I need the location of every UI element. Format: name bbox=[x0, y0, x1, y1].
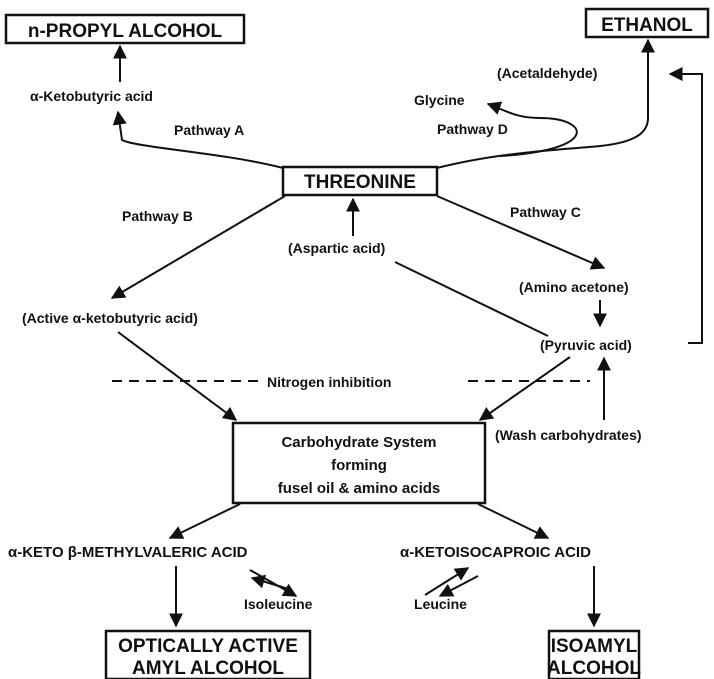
ethanol-box bbox=[584, 7, 710, 39]
acetaldehyde-label: (Acetaldehyde) bbox=[497, 65, 597, 81]
pathway-d-label: Pathway D bbox=[437, 121, 508, 137]
pathway-b-label: Pathway B bbox=[122, 208, 193, 224]
line-aspartic-to-pyruvic bbox=[394, 261, 549, 337]
glycine-label: Glycine bbox=[414, 92, 465, 108]
line-pathway-d bbox=[436, 38, 655, 169]
carbohydrate-system-line3: fusel oil & amino acids bbox=[278, 480, 441, 497]
isoamyl-line2: ALCOHOL bbox=[547, 658, 641, 679]
arrow-pyruvic-to-acetaldehyde bbox=[668, 67, 703, 344]
arrow-pathway-a bbox=[112, 110, 284, 169]
wash-carbohydrates-label: (Wash carbohydrates) bbox=[495, 427, 642, 443]
pyruvic-acid-label: (Pyruvic acid) bbox=[540, 337, 632, 353]
leucine-label: Leucine bbox=[414, 596, 467, 612]
arrow-carb-to-ketoisocaproic bbox=[477, 503, 550, 539]
active-ketobutyric-label: (Active α-ketobutyric acid) bbox=[22, 310, 198, 326]
isoamyl-alcohol-box bbox=[547, 629, 641, 679]
keto-methylvaleric-label: α-KETO β-METHYLVALERIC ACID bbox=[8, 544, 248, 561]
carbohydrate-system-box bbox=[231, 421, 487, 505]
arrow-pyruvic-to-carb bbox=[478, 356, 571, 421]
pathway-a-label: Pathway A bbox=[174, 122, 244, 138]
optically-active-amyl-alcohol-box bbox=[104, 629, 312, 679]
optically-active-line2: AMYL ALCOHOL bbox=[132, 658, 284, 679]
carbohydrate-system-line1: Carbohydrate System bbox=[281, 434, 436, 451]
arrow-ketoisocaproic-to-leucine bbox=[438, 575, 479, 597]
ketobutyric-acid-label: α-Ketobutyric acid bbox=[30, 88, 153, 104]
amino-acetone-label: (Amino acetone) bbox=[519, 279, 629, 295]
isoleucine-label: Isoleucine bbox=[244, 596, 313, 612]
arrow-pathway-b bbox=[110, 195, 286, 299]
n-propyl-alcohol-box bbox=[4, 13, 246, 45]
arrow-leucine-to-ketoisocaproic bbox=[424, 567, 470, 596]
nitrogen-inhibition-label: Nitrogen inhibition bbox=[267, 374, 391, 390]
threonine-box bbox=[281, 165, 439, 197]
arrow-pathway-c bbox=[436, 195, 606, 270]
n-propyl-alcohol-label: n-PROPYL ALCOHOL bbox=[28, 21, 223, 42]
ketoisocaproic-label: α-KETOISOCAPROIC ACID bbox=[400, 544, 591, 561]
threonine-label: THREONINE bbox=[304, 172, 416, 193]
arrow-glycine-loop bbox=[486, 101, 578, 157]
arrow-methylvaleric-to-isoleucine bbox=[249, 569, 298, 597]
aspartic-acid-label: (Aspartic acid) bbox=[288, 240, 385, 256]
pathway-c-label: Pathway C bbox=[510, 204, 581, 220]
carbohydrate-system-line2: forming bbox=[331, 457, 387, 474]
arrow-carb-to-methylvaleric bbox=[168, 503, 241, 539]
arrow-isoleucine-to-methylvaleric bbox=[250, 574, 293, 591]
arrow-active-ketobutyric-to-carb bbox=[117, 331, 238, 421]
isoamyl-line1: ISOAMYL bbox=[551, 636, 638, 657]
ethanol-label: ETHANOL bbox=[601, 15, 693, 36]
optically-active-line1: OPTICALLY ACTIVE bbox=[118, 636, 298, 657]
